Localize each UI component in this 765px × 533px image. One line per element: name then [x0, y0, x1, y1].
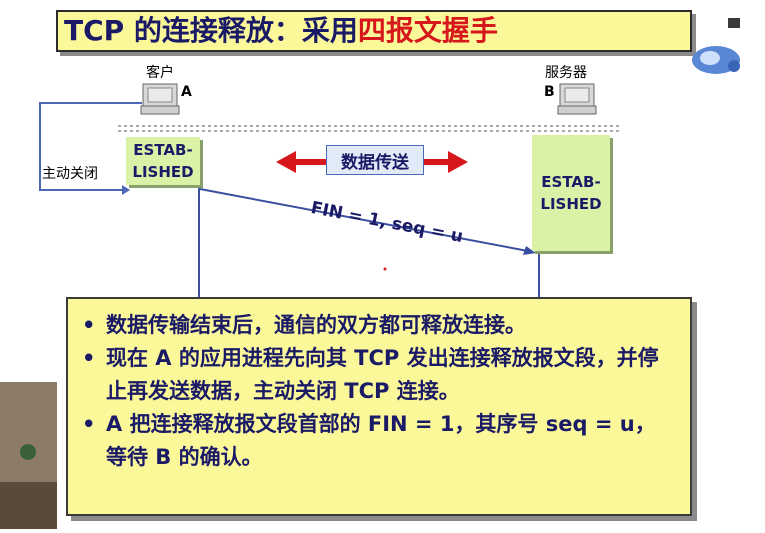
bullet-dot-icon: •	[82, 313, 96, 337]
active-close-label: 主动关闭	[42, 166, 98, 182]
client-state-line2: LISHED	[132, 163, 194, 181]
bullet-text: 现在 A 的应用进程先向其 TCP 发出连接释放报文段，并停止再发送数据，主动关…	[106, 346, 659, 403]
data-transfer-label: 数据传送	[326, 145, 424, 175]
bullet-dot-icon: •	[82, 412, 96, 436]
client-label: 客户	[146, 65, 174, 81]
slide-title: TCP 的连接释放：采用四报文握手	[64, 10, 498, 52]
server-computer-icon	[557, 83, 597, 115]
bullet-dot-icon: •	[82, 346, 96, 370]
server-letter: B	[544, 84, 555, 100]
info-box: • 数据传输结束后，通信的双方都可释放连接。 • 现在 A 的应用进程先向其 TCP…	[66, 297, 692, 516]
active-close-bracket	[39, 102, 142, 191]
client-computer-icon	[140, 83, 180, 115]
server-label: 服务器	[545, 65, 587, 81]
title-main: TCP 的连接释放：采用	[64, 14, 358, 47]
bullet-text: 数据传输结束后，通信的双方都可释放连接。	[106, 313, 526, 337]
bullet-item: • 数据传输结束后，通信的双方都可释放连接。	[80, 309, 676, 342]
fin-arrowhead-icon	[523, 246, 536, 255]
presenter-image	[0, 382, 57, 529]
title-banner	[56, 10, 692, 52]
stray-dot	[383, 267, 387, 271]
server-state-box: ESTAB- LISHED	[532, 135, 610, 251]
client-state-box: ESTAB- LISHED	[126, 137, 200, 185]
server-state-line2: LISHED	[540, 195, 602, 213]
title-highlight: 四报文握手	[357, 14, 498, 47]
bullet-item: • 现在 A 的应用进程先向其 TCP 发出连接释放报文段，并停止再发送数据，主动…	[80, 342, 676, 408]
client-state-line1: ESTAB-	[133, 141, 193, 159]
fin-segment-arrow	[199, 188, 529, 252]
logo-icon	[692, 18, 740, 74]
bullet-text: A 把连接释放报文段首部的 FIN = 1，其序号 seq = u，等待 B 的…	[106, 412, 656, 469]
bracket-arrowhead-icon	[122, 185, 130, 195]
server-state-line1: ESTAB-	[541, 173, 601, 191]
presenter-video-thumbnail	[0, 382, 57, 529]
client-letter: A	[181, 84, 192, 100]
bullet-item: • A 把连接释放报文段首部的 FIN = 1，其序号 seq = u，等待 B …	[80, 408, 676, 474]
